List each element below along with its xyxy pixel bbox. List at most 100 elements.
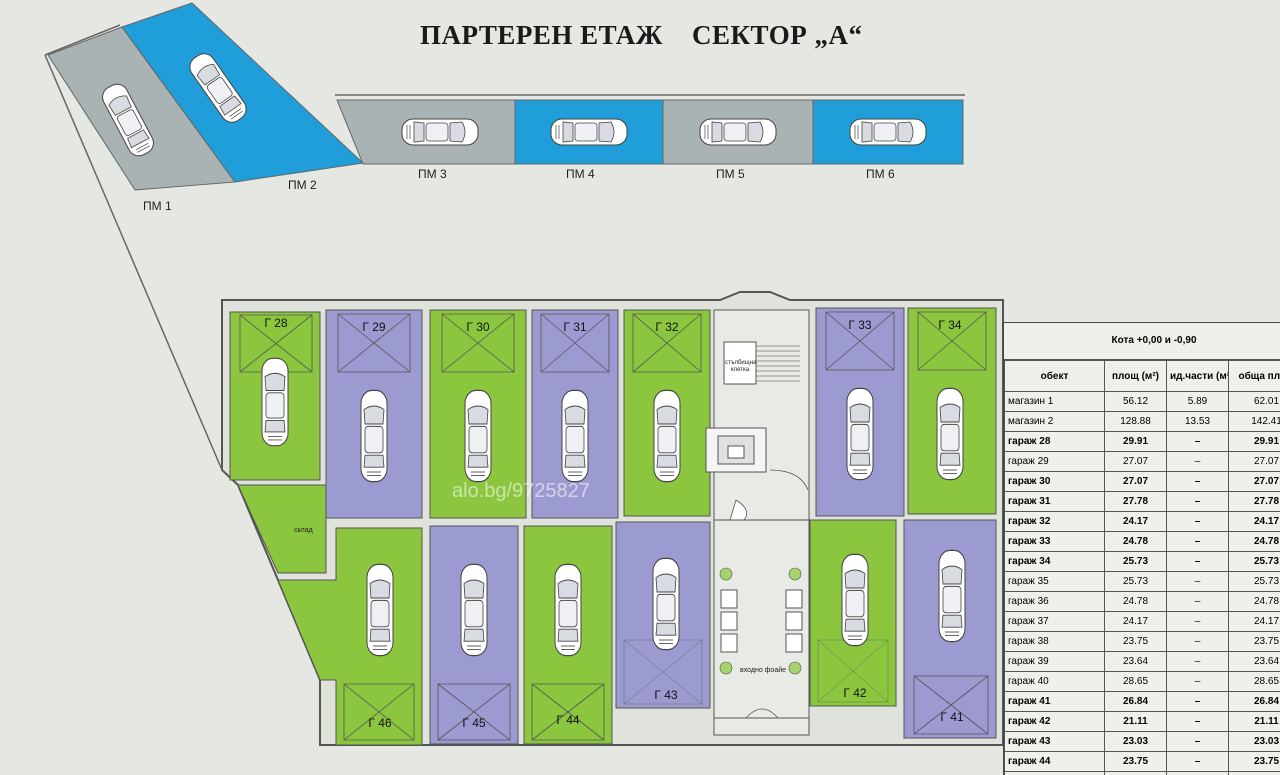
row-object: гараж 36 (1005, 592, 1105, 612)
row-total: 24.17 (1229, 512, 1280, 532)
row-parts: – (1167, 692, 1229, 712)
row-area: 23.75 (1105, 632, 1167, 652)
row-object: гараж 40 (1005, 672, 1105, 692)
foyer (714, 520, 809, 718)
row-total: 23.03 (1229, 732, 1280, 752)
parking-label-pm6: ПМ 6 (866, 167, 895, 181)
row-parts: – (1167, 592, 1229, 612)
row-object: магазин 2 (1005, 412, 1105, 432)
row-parts: – (1167, 552, 1229, 572)
foyer-label: входно фоайе (740, 667, 786, 674)
row-parts: – (1167, 612, 1229, 632)
garage-g33[interactable] (816, 308, 904, 516)
storage-room (238, 485, 326, 573)
row-object: гараж 32 (1005, 512, 1105, 532)
garage-label-g46: Г 46 (368, 716, 391, 730)
parking-label-pm1: ПМ 1 (143, 199, 172, 213)
garage-g34[interactable] (908, 308, 996, 514)
parking-spot-pm5 (663, 100, 813, 164)
row-parts: – (1167, 712, 1229, 732)
parking-label-pm2: ПМ 2 (288, 178, 317, 192)
garage-g43[interactable] (616, 522, 710, 708)
row-total: 29.91 (1229, 432, 1280, 452)
garage-label-g31: Г 31 (563, 320, 586, 334)
row-parts: – (1167, 652, 1229, 672)
row-total: 142.41 (1229, 412, 1280, 432)
row-object: гараж 31 (1005, 492, 1105, 512)
row-total: 24.78 (1229, 592, 1280, 612)
row-total: 23.75 (1229, 632, 1280, 652)
row-area: 25.73 (1105, 572, 1167, 592)
row-object: гараж 43 (1005, 732, 1105, 752)
row-total: 21.11 (1229, 712, 1280, 732)
row-area: 23.64 (1105, 652, 1167, 672)
row-area: 23.64 (1105, 772, 1167, 775)
garage-label-g29: Г 29 (362, 320, 385, 334)
watermark: alo.bg/9725827 (452, 480, 590, 503)
row-parts: – (1167, 532, 1229, 552)
row-total: 28.65 (1229, 672, 1280, 692)
area-table: Кота +0,00 и -0,90 обект площ (м²) ид.ча… (1003, 322, 1280, 775)
row-parts: – (1167, 772, 1229, 775)
garage-g28[interactable] (230, 312, 320, 480)
row-area: 24.17 (1105, 612, 1167, 632)
row-area: 128.88 (1105, 412, 1167, 432)
garage-g41[interactable] (904, 520, 996, 738)
garage-label-g32: Г 32 (655, 320, 678, 334)
table-row: гараж 4523.64–23.64 (1005, 772, 1280, 775)
row-object: магазин 1 (1005, 392, 1105, 412)
row-total: 23.75 (1229, 752, 1280, 772)
row-total: 26.84 (1229, 692, 1280, 712)
row-object: гараж 37 (1005, 612, 1105, 632)
row-object: гараж 30 (1005, 472, 1105, 492)
row-area: 27.07 (1105, 472, 1167, 492)
storage-label: склад (294, 527, 313, 534)
header-object: обект (1005, 361, 1105, 392)
garage-g42[interactable] (810, 520, 896, 706)
parking-label-pm3: ПМ 3 (418, 167, 447, 181)
row-area: 25.73 (1105, 552, 1167, 572)
header-total: обща площ (1229, 361, 1280, 392)
row-area: 28.65 (1105, 672, 1167, 692)
garage-g29[interactable] (326, 310, 422, 518)
garage-label-g28: Г 28 (264, 316, 287, 330)
area-table-grid: обект площ (м²) ид.части (м²) обща площ … (1004, 360, 1280, 775)
garage-g32[interactable] (624, 310, 710, 516)
row-total: 23.64 (1229, 772, 1280, 775)
row-object: гараж 33 (1005, 532, 1105, 552)
row-total: 27.07 (1229, 452, 1280, 472)
row-area: 56.12 (1105, 392, 1167, 412)
row-total: 25.73 (1229, 552, 1280, 572)
row-area: 27.78 (1105, 492, 1167, 512)
garage-g45[interactable] (430, 526, 518, 744)
garage-g44[interactable] (524, 526, 612, 744)
row-total: 24.17 (1229, 612, 1280, 632)
row-total: 23.64 (1229, 652, 1280, 672)
row-object: гараж 41 (1005, 692, 1105, 712)
garage-label-g33: Г 33 (848, 318, 871, 332)
parking-spot-pm4 (515, 100, 663, 164)
table-header-row: обект площ (м²) ид.части (м²) обща площ (1005, 361, 1280, 392)
garage-label-g43: Г 43 (654, 688, 677, 702)
row-area: 21.11 (1105, 712, 1167, 732)
row-object: гараж 28 (1005, 432, 1105, 452)
row-total: 27.78 (1229, 492, 1280, 512)
garage-label-g44: Г 44 (556, 713, 579, 727)
row-parts: 13.53 (1167, 412, 1229, 432)
row-parts: – (1167, 452, 1229, 472)
row-object: гараж 45 (1005, 772, 1105, 775)
row-parts: 5.89 (1167, 392, 1229, 412)
